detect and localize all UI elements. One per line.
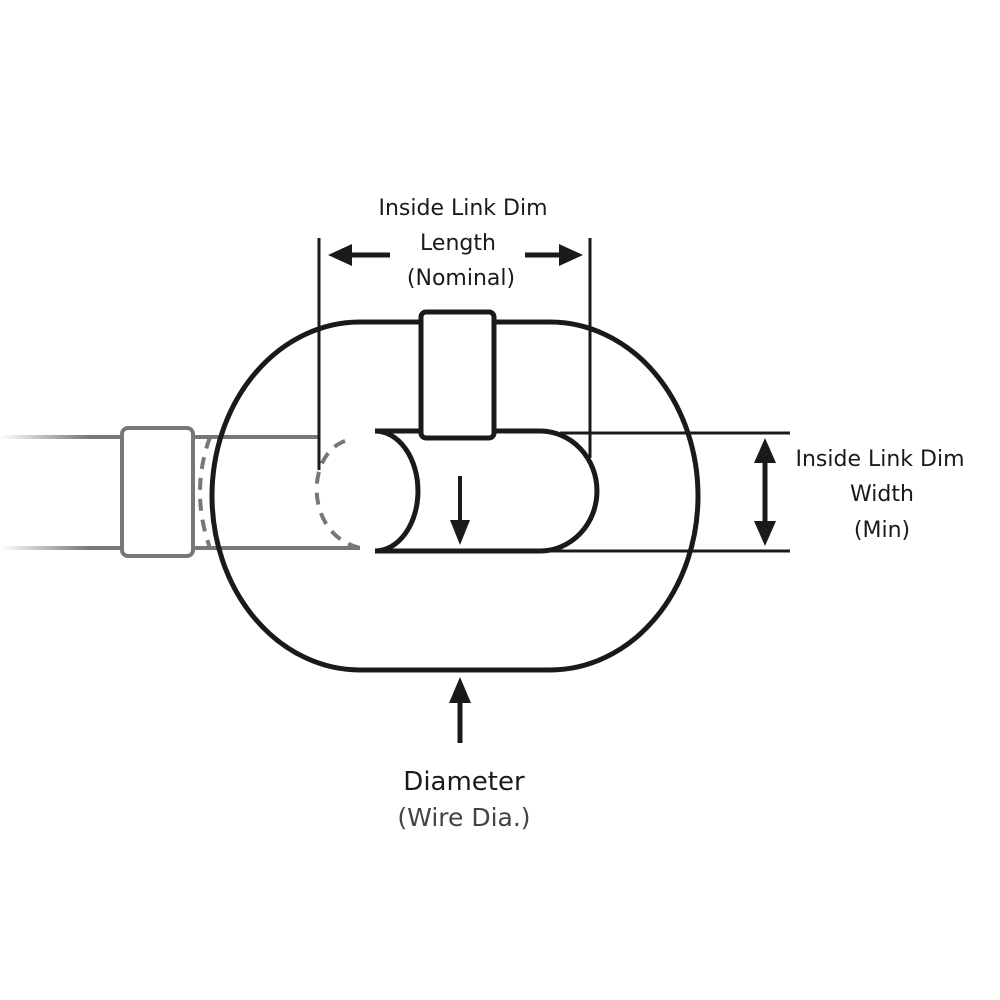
width-label-line-1: Inside Link Dim (795, 447, 964, 472)
length-label-line-1: Inside Link Dim (378, 196, 547, 221)
main-link-opening (374, 428, 600, 554)
diameter-sublabel: (Wire Dia.) (397, 803, 530, 832)
width-dimension (548, 431, 790, 553)
diameter-arrow (449, 677, 471, 743)
length-dimension (317, 238, 592, 470)
diameter-label: Diameter (403, 767, 525, 797)
width-label-line-3: (Min) (854, 518, 910, 543)
width-label-line-2: Width (850, 482, 914, 507)
width-arrowhead-top (754, 438, 776, 463)
length-label-line-2: Length (420, 231, 496, 256)
width-arrowhead-bottom (754, 521, 776, 546)
adjacent-link-hidden-edge (198, 436, 212, 549)
inner-arrow (450, 476, 470, 545)
main-link (209, 309, 701, 673)
adjacent-link-weld (120, 426, 195, 558)
length-arrowhead-left (328, 244, 352, 266)
main-link-outline (209, 319, 701, 673)
main-link-weld (418, 309, 497, 441)
length-label-line-3: (Nominal) (407, 266, 515, 291)
inner-hidden-edge (314, 439, 361, 550)
length-arrowhead-right (559, 244, 583, 266)
